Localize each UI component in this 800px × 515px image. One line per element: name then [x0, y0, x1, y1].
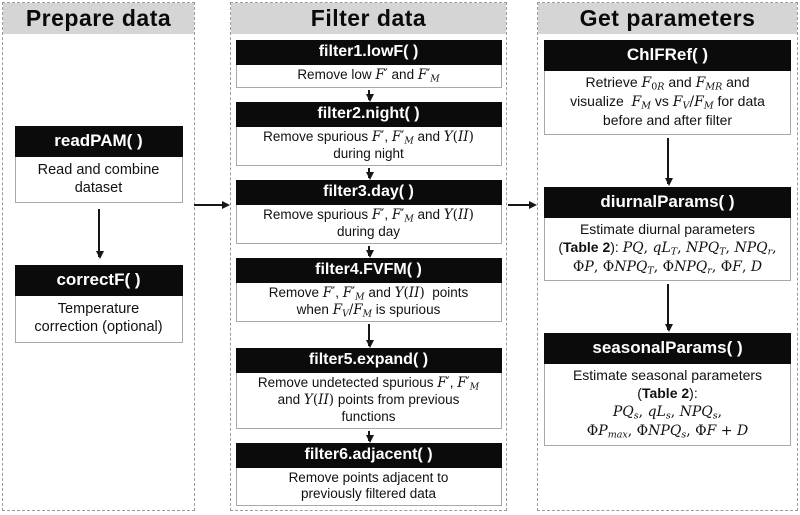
arrow-down-icon: [664, 137, 673, 186]
fn-desc-filter1: Remove low F′ and F′M: [235, 65, 502, 88]
block-filter2-night: filter2.night( ) Remove spurious F′, F′M…: [235, 101, 502, 166]
panel-title-filter-data: Filter data: [231, 3, 506, 34]
fn-label-filter6: filter6.adjacent( ): [235, 443, 502, 469]
panel-body: filter1.lowF( ) Remove low F′ and F′M fi…: [231, 34, 506, 507]
arrow-down-icon: [365, 245, 374, 258]
block-diurnalParams: diurnalParams( ) Estimate diurnal parame…: [544, 186, 791, 282]
spacer: [3, 40, 194, 126]
fn-label-filter3: filter3.day( ): [235, 179, 502, 205]
block-filter5-expand: filter5.expand( ) Remove undetected spur…: [235, 348, 502, 430]
fn-label-ChlFRef: ChlFRef( ): [544, 40, 791, 71]
arrow-down-icon: [365, 167, 374, 180]
arrow-down-icon: [365, 89, 374, 102]
fn-label-correctF: correctF( ): [14, 265, 183, 297]
block-filter3-day: filter3.day( ) Remove spurious F′, F′M a…: [235, 179, 502, 244]
panel-prepare-data: Prepare data readPAM( ) Read and combine…: [2, 2, 195, 511]
fn-desc-filter2: Remove spurious F′, F′M and Y(II)during …: [235, 126, 502, 166]
fn-desc-seasonalParams: Estimate seasonal parameters(Table 2):PQ…: [544, 364, 791, 447]
block-filter4-FVFM: filter4.FVFM( ) Remove F′, F′M and Y(II)…: [235, 257, 502, 323]
arrow-down-icon: [365, 324, 374, 349]
panel-title-prepare-data: Prepare data: [3, 3, 194, 34]
block-filter1-lowF: filter1.lowF( ) Remove low F′ and F′M: [235, 40, 502, 88]
arrow-down-icon: [95, 209, 104, 260]
fn-label-filter4: filter4.FVFM( ): [235, 257, 502, 283]
arrow-right-icon: [194, 201, 230, 209]
fn-label-filter2: filter2.night( ): [235, 101, 502, 127]
fn-label-filter1: filter1.lowF( ): [235, 40, 502, 65]
fn-label-diurnalParams: diurnalParams( ): [544, 186, 791, 218]
fn-desc-diurnalParams: Estimate diurnal parameters(Table 2): PQ…: [544, 217, 791, 282]
fn-label-filter5: filter5.expand( ): [235, 348, 502, 374]
arrow-right-icon: [508, 201, 537, 209]
panel-filter-data: Filter data filter1.lowF( ) Remove low F…: [230, 2, 507, 511]
fn-label-seasonalParams: seasonalParams( ): [544, 333, 791, 365]
fn-label-readPAM: readPAM( ): [14, 126, 183, 157]
panel-get-parameters: Get parameters ChlFRef( ) Retrieve F0R a…: [537, 2, 798, 511]
panel-title-get-parameters: Get parameters: [538, 3, 797, 34]
block-filter6-adjacent: filter6.adjacent( ) Remove points adjace…: [235, 443, 502, 507]
fn-desc-filter3: Remove spurious F′, F′M and Y(II)during …: [235, 204, 502, 244]
block-seasonalParams: seasonalParams( ) Estimate seasonal para…: [544, 333, 791, 447]
arrow-down-icon: [664, 284, 673, 333]
arrow-down-icon: [365, 431, 374, 444]
